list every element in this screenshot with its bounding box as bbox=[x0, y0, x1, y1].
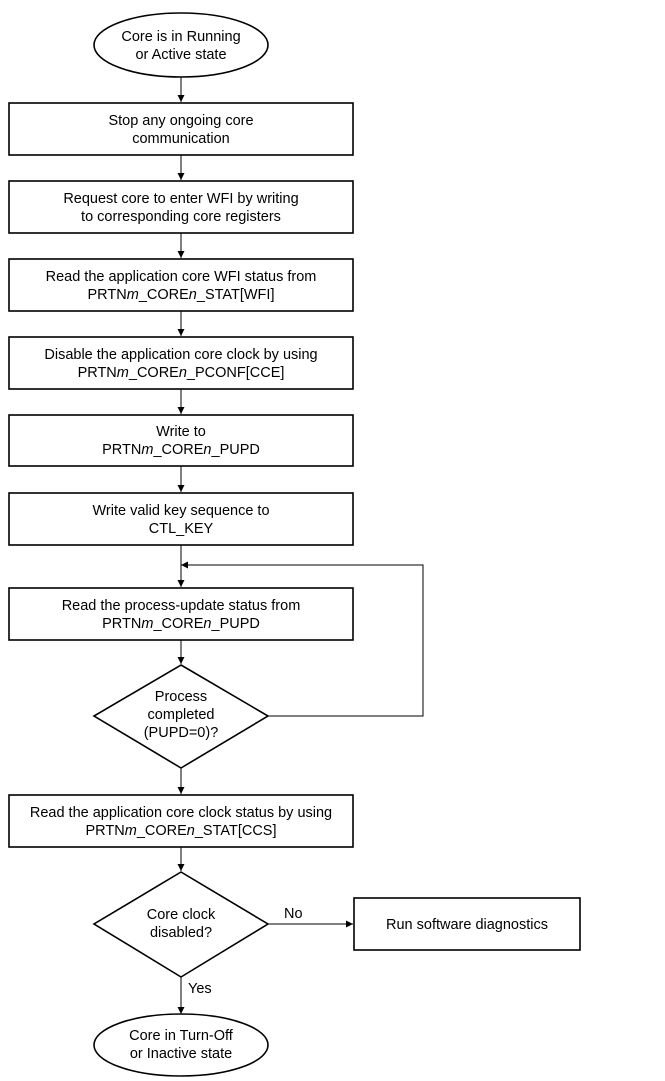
node-text-run: PRTN bbox=[102, 442, 141, 458]
node-text-run: _CORE bbox=[138, 287, 189, 303]
node-text-run: n bbox=[179, 365, 187, 381]
write-key-box bbox=[8, 492, 354, 546]
node-text-run: Write to bbox=[156, 424, 206, 440]
node-text-run: _CORE bbox=[152, 616, 203, 632]
node-text-run: _CORE bbox=[152, 442, 203, 458]
node-text-run: (PUPD=0)? bbox=[144, 725, 219, 741]
node-text-run: Core is in Running bbox=[121, 29, 240, 45]
node-text-run: PRTN bbox=[86, 823, 125, 839]
read-wfi-status-label: Read the application core WFI status fro… bbox=[46, 269, 317, 303]
node-text-run: Core in Turn-Off bbox=[129, 1028, 234, 1044]
node-text-run: Write valid key sequence to bbox=[92, 503, 269, 519]
node-text-run: Read the application core clock status b… bbox=[30, 805, 332, 821]
edges bbox=[177, 66, 424, 1014]
stop-communication-label: Stop any ongoing core communication bbox=[108, 113, 253, 147]
disable-clock-label: Disable the application core clock by us… bbox=[44, 347, 317, 381]
process-completed-label: Process completed (PUPD=0)? bbox=[144, 689, 219, 741]
read-ccs-label: Read the application core clock status b… bbox=[30, 805, 332, 839]
node-text-run: Read the application core WFI status fro… bbox=[46, 269, 317, 285]
no-edge-label: No bbox=[284, 906, 303, 922]
node-text-run: or Inactive state bbox=[130, 1046, 232, 1062]
start-terminator bbox=[93, 12, 269, 78]
yes-edge-label: Yes bbox=[188, 981, 212, 997]
node-text-run: completed bbox=[148, 707, 215, 723]
end-terminator bbox=[93, 1013, 269, 1077]
read-pupd-status-box bbox=[8, 587, 354, 641]
clock-disabled-decision bbox=[92, 871, 270, 978]
node-text-run: CTL_KEY bbox=[149, 521, 214, 537]
node-text-run: m bbox=[141, 442, 153, 458]
edge-loop-back bbox=[181, 561, 424, 717]
node-text-run: _PCONF[CCE] bbox=[186, 365, 285, 381]
node-text-run: _PUPD bbox=[211, 442, 260, 458]
run-diagnostics-label: Run software diagnostics bbox=[386, 917, 548, 933]
request-wfi-box bbox=[8, 180, 354, 234]
run-diagnostics-box bbox=[353, 897, 581, 951]
node-text-run: Stop any ongoing core bbox=[108, 113, 253, 129]
request-wfi-label: Request core to enter WFI by writing to c… bbox=[63, 191, 298, 225]
node-text-run: _CORE bbox=[136, 823, 187, 839]
write-key-label: Write valid key sequence to CTL_KEY bbox=[92, 503, 269, 537]
node-text-run: PRTN bbox=[78, 365, 117, 381]
read-ccs-box bbox=[8, 794, 354, 848]
node-text-run: _STAT[CCS] bbox=[194, 823, 277, 839]
node-text-run: to corresponding core registers bbox=[81, 209, 281, 225]
node-text-run: m bbox=[141, 616, 153, 632]
node-text-run: disabled? bbox=[150, 925, 212, 941]
node-text-run: Read the process-update status from bbox=[62, 598, 301, 614]
node-text-run: Run software diagnostics bbox=[386, 917, 548, 933]
stop-communication-box bbox=[8, 102, 354, 156]
node-text-run: PRTN bbox=[88, 287, 127, 303]
node-text-run: Process bbox=[155, 689, 207, 705]
write-pupd-label: Write to PRTNm_COREn_PUPD bbox=[102, 424, 260, 458]
disable-clock-box bbox=[8, 336, 354, 390]
clock-disabled-label: Core clock disabled? bbox=[147, 907, 216, 941]
node-text-run: n bbox=[189, 287, 197, 303]
process-completed-decision bbox=[92, 664, 270, 769]
end-label: Core in Turn-Off or Inactive state bbox=[129, 1028, 234, 1062]
node-text-run: m bbox=[127, 287, 139, 303]
write-pupd-box bbox=[8, 414, 354, 467]
node-text-run: m bbox=[125, 823, 137, 839]
node-text-run: PRTN bbox=[102, 616, 141, 632]
node-text-run: Request core to enter WFI by writing bbox=[63, 191, 298, 207]
node-text-run: Disable the application core clock by us… bbox=[44, 347, 317, 363]
node-text-run: n bbox=[203, 616, 211, 632]
node-text-run: n bbox=[203, 442, 211, 458]
read-wfi-status-box bbox=[8, 258, 354, 312]
node-text-run: _PUPD bbox=[211, 616, 260, 632]
start-label: Core is in Running or Active state bbox=[121, 29, 240, 63]
node-text-run: m bbox=[117, 365, 129, 381]
node-text-run: _STAT[WFI] bbox=[196, 287, 275, 303]
node-text-run: or Active state bbox=[135, 47, 226, 63]
nodes: Core is in Running or Active state Stop a… bbox=[8, 12, 581, 1077]
node-text-run: communication bbox=[132, 131, 230, 147]
node-text-run: n bbox=[187, 823, 195, 839]
node-text-run: _CORE bbox=[128, 365, 179, 381]
node-text-run: Core clock bbox=[147, 907, 216, 923]
